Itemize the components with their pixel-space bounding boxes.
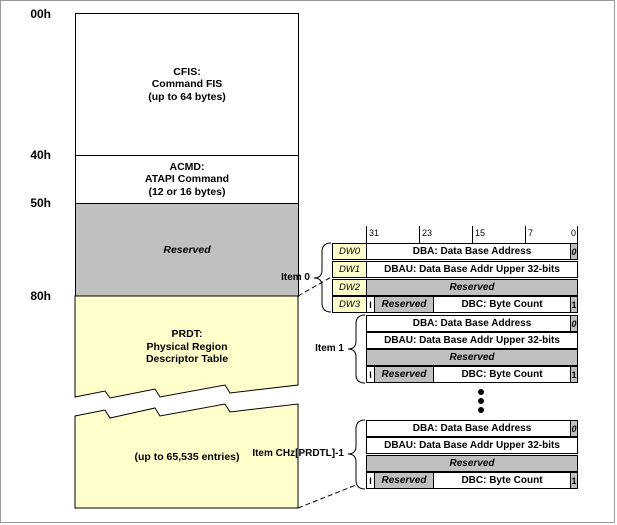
itemN-dw0-row: DBA: Data Base Address 0 (366, 420, 578, 437)
itemN-dw2-row: Reserved (366, 455, 578, 472)
itemN-dw1-row: DBAU: Data Base Addr Upper 32-bits (366, 437, 578, 454)
reserved-label: Reserved (449, 458, 495, 469)
reserved-label: Reserved (449, 282, 495, 293)
dbc-label: DBC: Byte Count (461, 299, 543, 310)
ellipsis-dot-1 (478, 389, 484, 395)
item1-dw2-row: Reserved (366, 349, 578, 366)
dbc-bit0: 1 (570, 367, 577, 382)
dw3-reserved: Reserved (375, 297, 434, 312)
prdt-label: PRDT: Physical Region Descriptor Table (76, 328, 298, 366)
dba-bit0: 0 (570, 244, 577, 259)
offset-80h: 80h (30, 289, 51, 303)
interrupt-bit: I (367, 297, 375, 312)
prdt-name-2: Descriptor Table (145, 353, 229, 365)
item1-dw1-row: DBAU: Data Base Addr Upper 32-bits (366, 332, 578, 349)
dbc-bit0: 1 (570, 297, 577, 312)
acmd-name: ATAPI Command (144, 173, 230, 186)
prdt-upper-shape (74, 295, 299, 399)
connector-top (297, 262, 357, 297)
dw3-reserved: Reserved (375, 473, 434, 488)
dw3-reserved: Reserved (375, 367, 434, 382)
interrupt-bit: I (367, 473, 375, 488)
bit-label-0: 0 (571, 228, 577, 238)
dba-label: DBA: Data Base Address (412, 318, 532, 329)
dba-label: DBA: Data Base Address (412, 246, 532, 257)
dbau-label: DBAU: Data Base Addr Upper 32-bits (384, 264, 560, 275)
bit-label-31: 31 (369, 228, 380, 238)
offset-50h: 50h (30, 196, 51, 210)
reserved-label: Reserved (449, 352, 495, 363)
dbc-bit0: 1 (570, 473, 577, 488)
offset-00h: 00h (30, 7, 51, 21)
acmd-size: (12 or 16 bytes) (148, 185, 226, 198)
connector-bottom (297, 484, 357, 509)
dbau-label: DBAU: Data Base Addr Upper 32-bits (384, 440, 560, 451)
cfis-size: (up to 64 bytes) (148, 90, 226, 103)
ellipsis-dot-2 (478, 398, 484, 404)
dbau-label: DBAU: Data Base Addr Upper 32-bits (384, 335, 560, 346)
cfis-title: CFIS: (173, 65, 201, 78)
brace-item0 (313, 242, 332, 313)
dw1-label: DW1 (332, 261, 366, 278)
itemN-dw3-row: I Reserved DBC: Byte Count 1 (366, 472, 578, 489)
prdt-title: PRDT: (171, 328, 203, 340)
cfis-name: Command FIS (151, 78, 223, 91)
ellipsis-dot-3 (478, 407, 484, 413)
interrupt-bit: I (367, 367, 375, 382)
bit-label-7: 7 (528, 228, 534, 238)
item-n-label: Item CHz[PRDTL]-1 (252, 448, 344, 459)
acmd-title: ACMD: (169, 160, 205, 173)
dw0-label: DW0 (332, 243, 366, 260)
item0-dw0-row: DBA: Data Base Address 0 (366, 243, 578, 260)
item0-dw2-row: Reserved (366, 279, 578, 296)
item-1-label: Item 1 (315, 343, 344, 354)
brace-item1 (347, 314, 366, 384)
dbc-label: DBC: Byte Count (461, 475, 543, 486)
dba-label: DBA: Data Base Address (412, 423, 532, 434)
dw2-label: DW2 (332, 279, 366, 296)
dba-bit0: 0 (570, 316, 577, 331)
item0-dw1-row: DBAU: Data Base Addr Upper 32-bits (366, 261, 578, 278)
item1-dw3-row: I Reserved DBC: Byte Count 1 (366, 366, 578, 383)
prdt-name-1: Physical Region (146, 340, 228, 353)
item1-dw0-row: DBA: Data Base Address 0 (366, 315, 578, 332)
brace-itemN (347, 419, 366, 490)
reserved-label: Reserved (163, 243, 211, 256)
item0-dw3-row: I Reserved DBC: Byte Count 1 (366, 296, 578, 313)
prdt-entries-label: (up to 65,535 entries) (134, 451, 240, 463)
acmd-block: ACMD: ATAPI Command (12 or 16 bytes) (75, 155, 299, 204)
bit-label-15: 15 (475, 228, 486, 238)
prdt-lower-shape (74, 403, 299, 509)
dbc-label: DBC: Byte Count (461, 369, 543, 380)
bit-ruler (366, 226, 578, 243)
dw3-label: DW3 (332, 296, 366, 313)
dba-bit0: 0 (570, 421, 577, 436)
item-0-label: Item 0 (281, 272, 310, 283)
bit-label-23: 23 (422, 228, 433, 238)
offset-40h: 40h (30, 148, 51, 162)
